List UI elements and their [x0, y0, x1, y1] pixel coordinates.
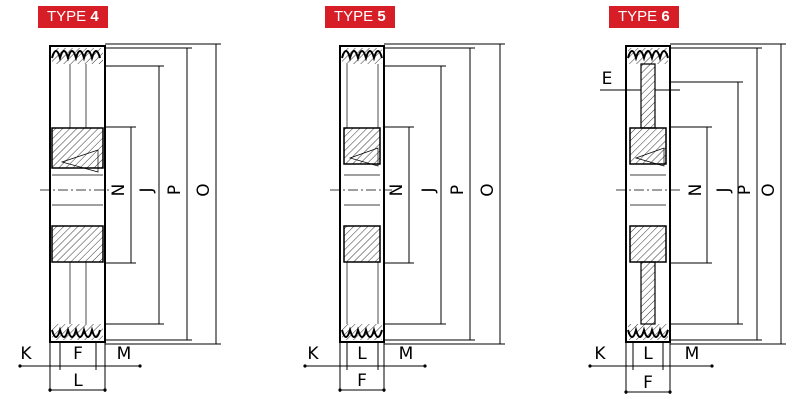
type-4-label-m: M — [117, 344, 132, 364]
type-6-badge: TYPE 6 — [609, 6, 679, 28]
type-5-label-m: M — [399, 344, 414, 364]
type-5-badge-prefix: TYPE — [334, 8, 378, 25]
type-6-hub-top — [629, 127, 667, 165]
type-6-drawing: E N J P O K L M F — [588, 43, 786, 394]
type-4-label-n: N — [109, 184, 129, 197]
type-5-label-j: J — [419, 187, 439, 193]
type-4-drawing: N J P O K F M L — [18, 43, 221, 392]
type-6-label-l: L — [643, 344, 653, 364]
type-6-hub-bottom — [629, 225, 667, 263]
type-6-label-e: E — [602, 69, 613, 89]
type-6-web-bottom — [640, 261, 656, 325]
type-4-label-k: K — [20, 344, 32, 364]
type-6-badge-prefix: TYPE — [618, 8, 662, 25]
type-5-label-n: N — [387, 184, 407, 197]
type-6-label-o: O — [759, 183, 779, 196]
type-5-drawing: N J P O K L M F — [303, 43, 505, 392]
type-4-label-l: L — [73, 371, 83, 391]
type-4-hub-top — [51, 127, 104, 169]
type-4-hub-bottom — [51, 225, 104, 263]
type-5-label-l: L — [357, 344, 367, 364]
type-5-label-p: P — [448, 185, 468, 195]
type-5-hub-bottom — [343, 225, 381, 263]
type-6-label-j: J — [714, 187, 734, 193]
type-6-outline — [625, 45, 671, 343]
type-4-label-j: J — [137, 187, 157, 193]
type-5-badge: TYPE 5 — [325, 6, 395, 28]
type-5-hub-top — [343, 127, 381, 165]
type-6-web-top — [640, 63, 656, 129]
type-4-label-p: P — [165, 185, 185, 195]
type-4-outline — [49, 45, 106, 343]
type-4-label-o: O — [194, 183, 214, 196]
type-6-label-n: N — [686, 184, 706, 197]
type-4-badge: TYPE 4 — [38, 6, 108, 28]
type-5-label-o: O — [478, 183, 498, 196]
type-5-outline — [339, 45, 385, 343]
type-5-label-k: K — [307, 344, 319, 364]
type-6-label-k: K — [594, 344, 606, 364]
type-6-label-f: F — [643, 373, 653, 393]
type-4-badge-number: 4 — [90, 8, 99, 25]
type-4-label-f: F — [73, 344, 83, 364]
type-4-badge-prefix: TYPE — [47, 8, 91, 25]
type-5-label-f: F — [357, 371, 367, 391]
type-6-label-p: P — [735, 185, 755, 195]
type-5-badge-number: 5 — [377, 8, 386, 25]
type-6-label-m: M — [685, 344, 700, 364]
type-6-badge-number: 6 — [661, 8, 670, 25]
